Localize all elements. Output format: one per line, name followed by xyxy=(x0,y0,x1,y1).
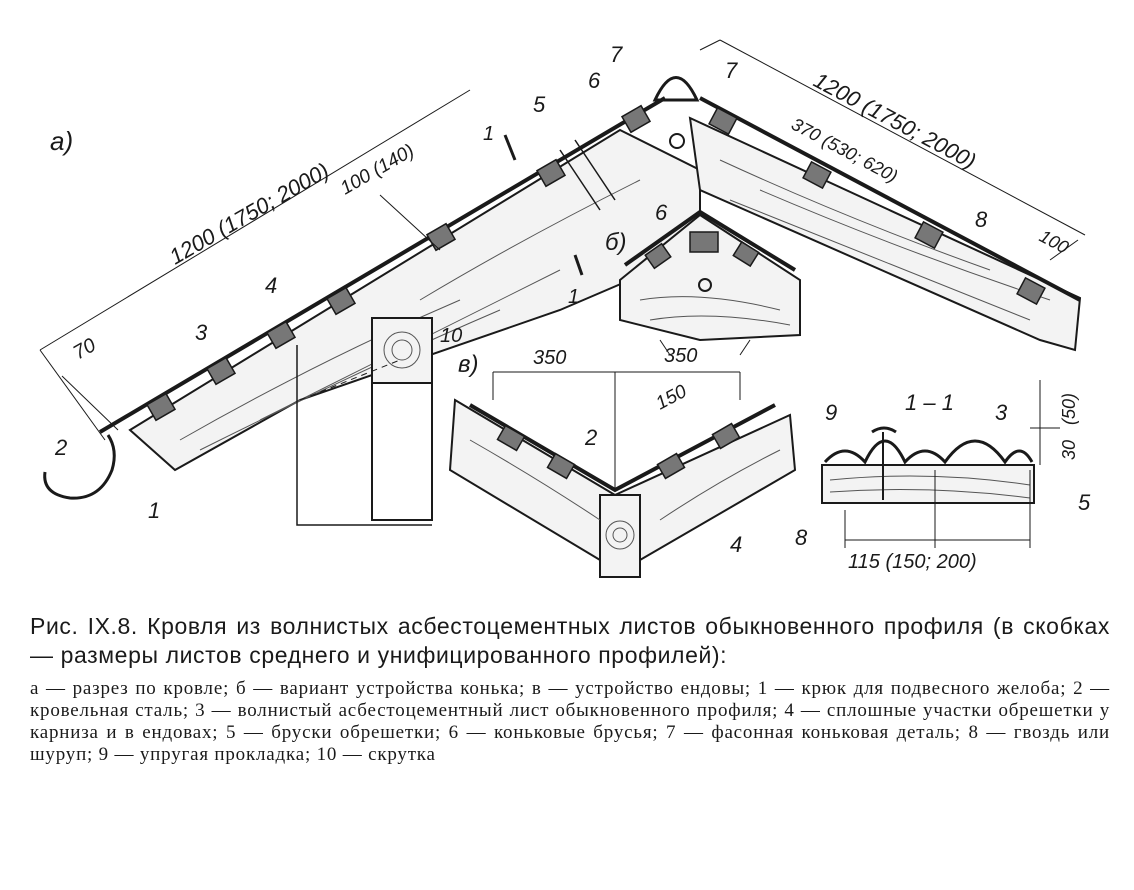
panel-b-label: б) xyxy=(605,229,627,256)
callout-5: 5 xyxy=(1078,490,1091,515)
batten xyxy=(145,392,177,422)
batten xyxy=(708,106,738,136)
batten xyxy=(802,160,832,190)
callout-5: 5 xyxy=(533,92,546,117)
dim-a-slope-right: 1200 (1750; 2000) xyxy=(810,67,981,173)
figure-caption: Рис. IX.8. Кровля из волнистых асбестоце… xyxy=(30,612,1110,766)
panel-a-section xyxy=(39,39,1086,526)
callout-8: 8 xyxy=(975,207,988,232)
panel-v-valley xyxy=(448,371,797,578)
roof-diagram: а) 1200 (1750; 2000) 100 (140) 70 1200 (… xyxy=(39,39,1091,578)
callout-3: 3 xyxy=(195,320,208,345)
callout-6: 6 xyxy=(588,68,601,93)
batten xyxy=(914,220,944,250)
caption-legend: а — разрез по кровле; б — вариант устрой… xyxy=(30,678,1110,765)
callout-3: 3 xyxy=(995,400,1008,425)
dim-b-width: 350 xyxy=(664,345,697,367)
dim-a-eave: 70 xyxy=(70,334,100,364)
gutter-hook xyxy=(43,434,116,500)
callout-1: 1 xyxy=(148,498,160,523)
batten xyxy=(535,158,567,188)
left-sheet xyxy=(98,96,667,434)
purlin xyxy=(371,317,433,384)
ridge-piece xyxy=(652,76,700,102)
section-1-1 xyxy=(821,380,1060,548)
callout-2: 2 xyxy=(584,425,597,450)
panel-v-label: в) xyxy=(458,351,479,378)
section-mark: 1 xyxy=(568,286,579,308)
callout-7: 7 xyxy=(725,58,738,83)
batten xyxy=(205,356,237,386)
callout-4: 4 xyxy=(730,532,742,557)
section-1-1-label: 1 – 1 xyxy=(905,390,954,415)
panel-a-label: а) xyxy=(50,126,73,156)
right-rafter xyxy=(688,116,1082,352)
callout-8: 8 xyxy=(795,525,808,550)
batten xyxy=(1016,276,1046,306)
callout-7: 7 xyxy=(610,42,623,67)
dim-s-height-2: (50) xyxy=(1059,393,1079,425)
callout-10: 10 xyxy=(440,325,462,347)
callout-6: 6 xyxy=(655,200,668,225)
dim-s-height-1: 30 xyxy=(1059,440,1079,460)
callout-4: 4 xyxy=(265,273,277,298)
section-mark: 1 xyxy=(483,123,494,145)
ridge-bolt xyxy=(669,133,685,149)
caption-title: Рис. IX.8. Кровля из волнистых асбестоце… xyxy=(30,613,1110,668)
wall xyxy=(371,383,433,521)
dim-v-overlap: 150 xyxy=(652,381,690,415)
right-sheet xyxy=(699,96,1081,302)
dim-s-width: 115 (150; 200) xyxy=(848,551,977,573)
batten xyxy=(325,286,357,316)
dim-v-width: 350 xyxy=(533,347,566,369)
dim-a-right-end: 100 xyxy=(1036,226,1072,258)
dim-a-overlap: 100 (140) xyxy=(337,140,418,199)
callout-2: 2 xyxy=(54,435,67,460)
panel-b-ridge xyxy=(619,210,801,356)
batten xyxy=(620,104,652,134)
batten xyxy=(265,320,297,350)
dim-a-slope-left: 1200 (1750; 2000) xyxy=(165,158,333,270)
callout-9: 9 xyxy=(825,400,837,425)
